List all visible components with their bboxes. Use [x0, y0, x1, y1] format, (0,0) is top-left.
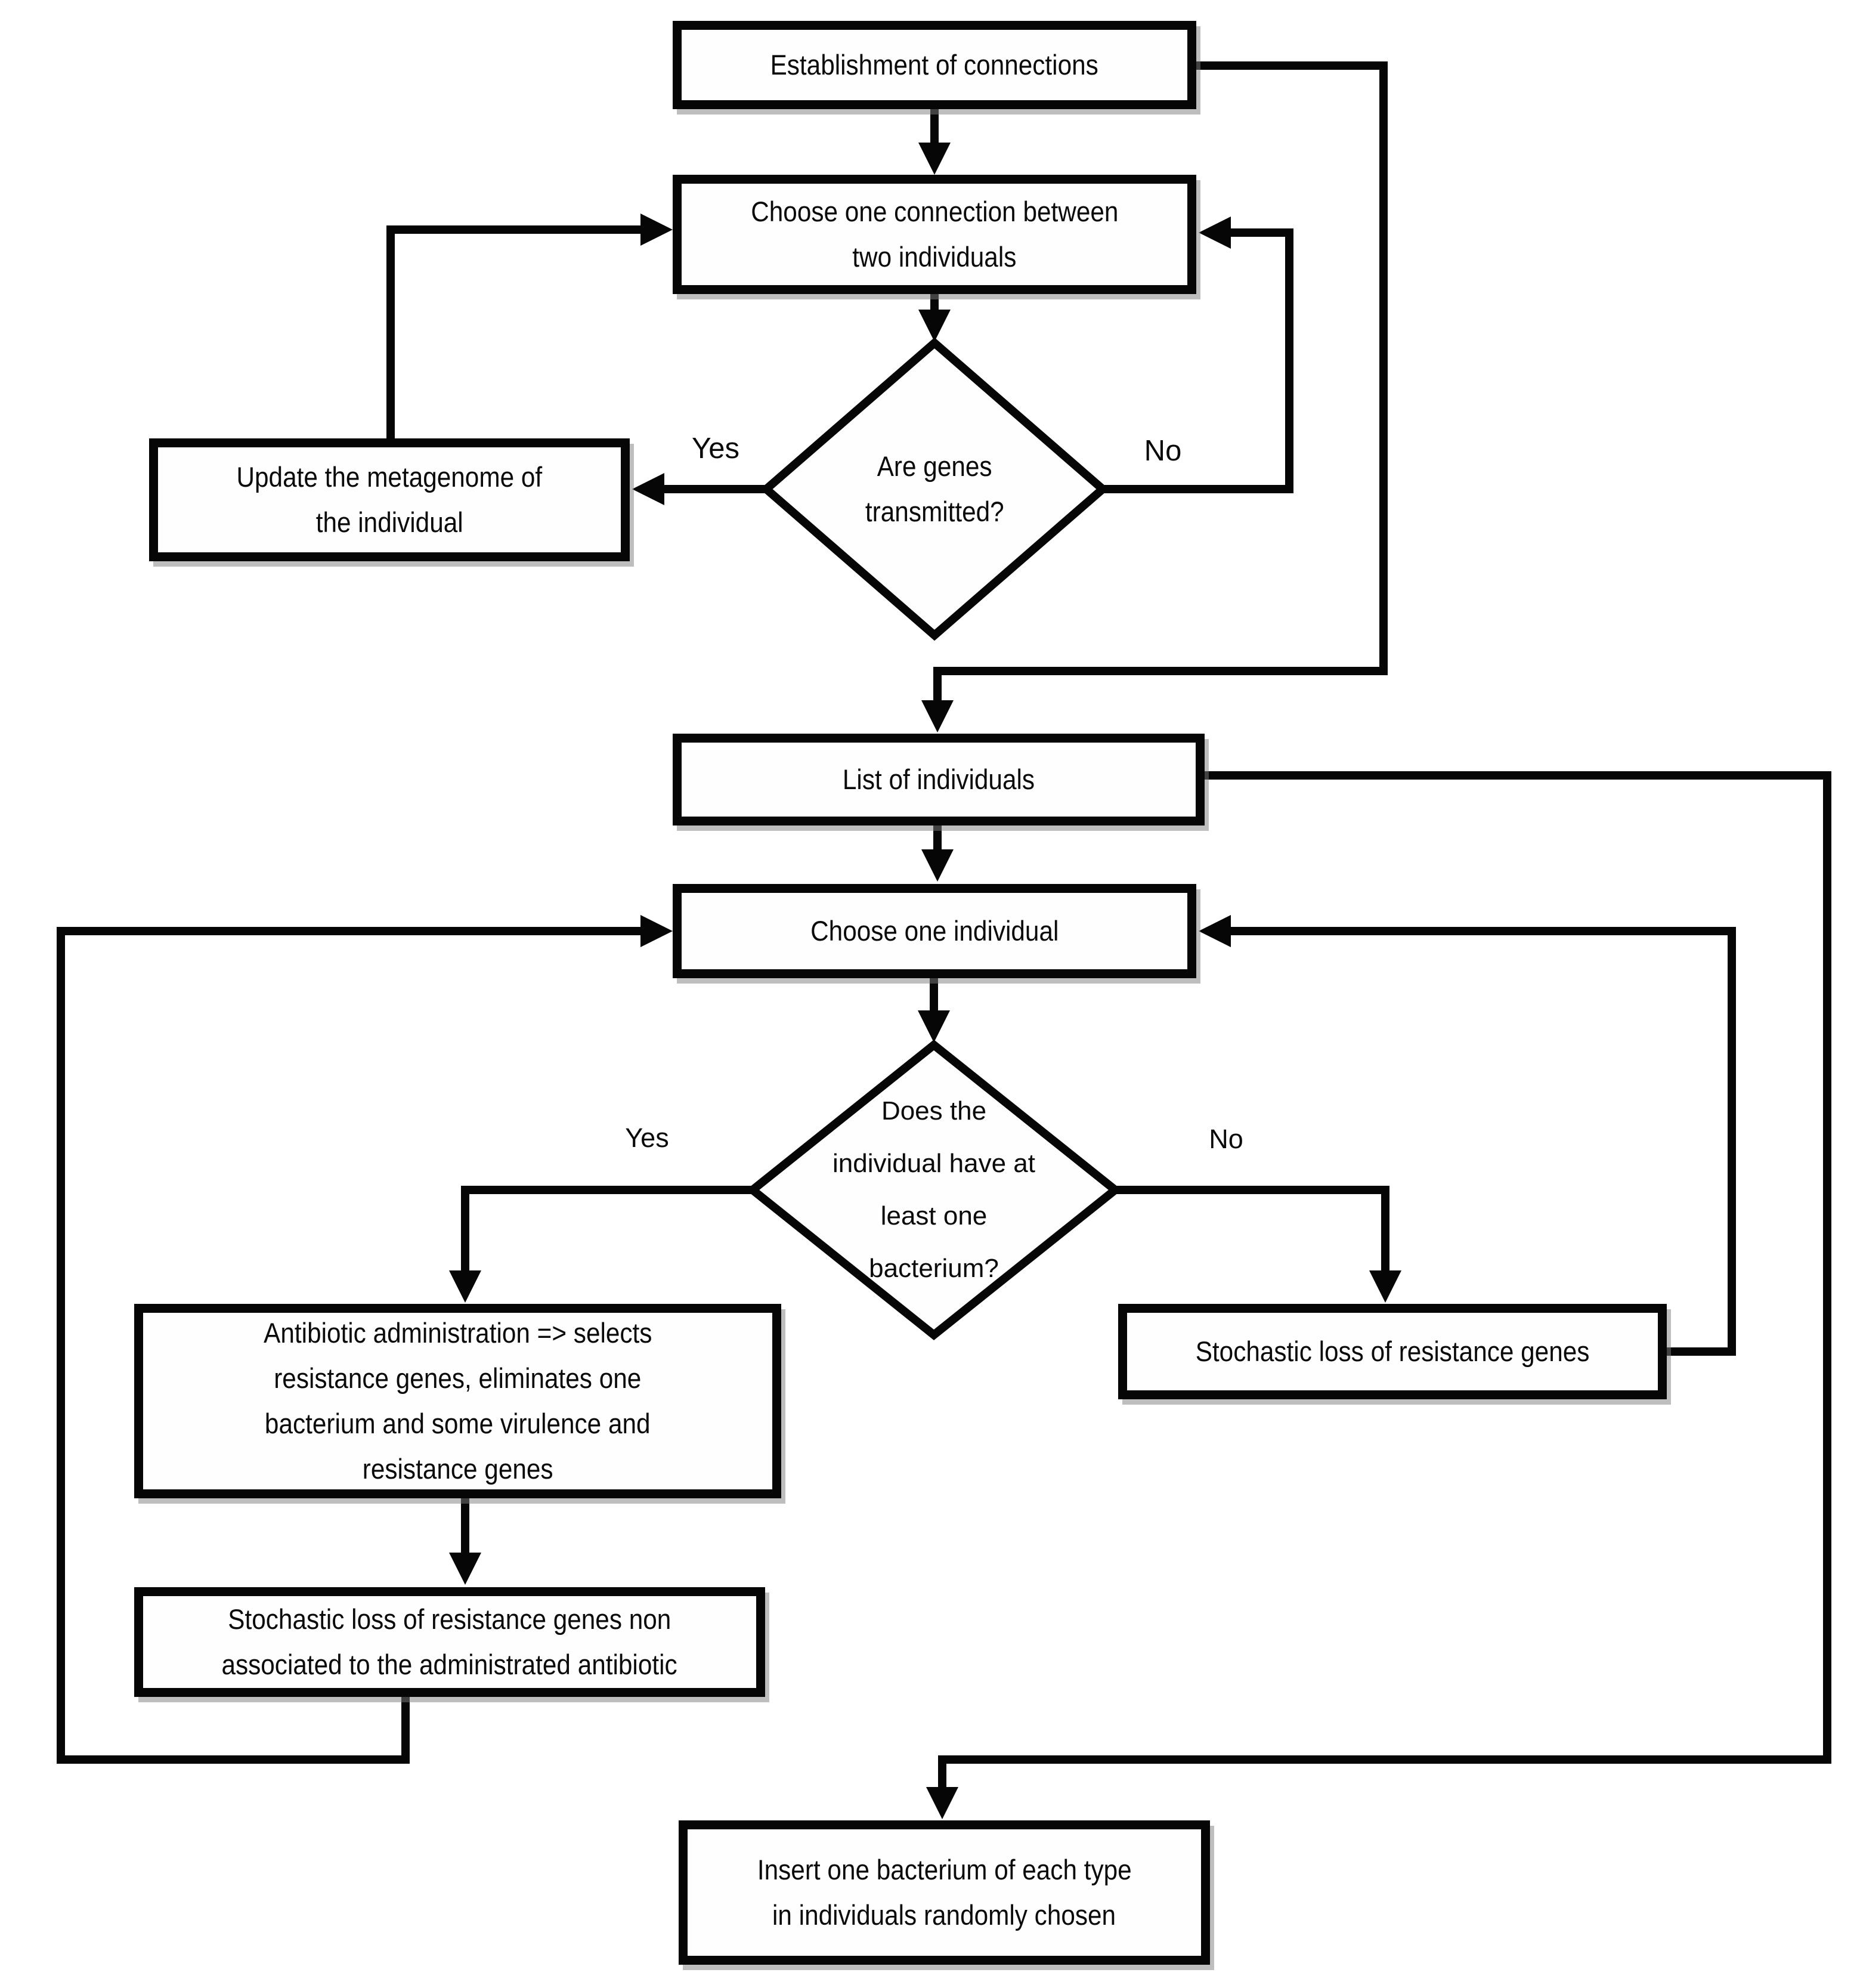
- node-choose-one-individual: Choose one individual: [673, 884, 1196, 978]
- arrowhead: [640, 915, 673, 947]
- arrowhead: [918, 310, 951, 342]
- edge-update-loop-to-choose-connection: [386, 225, 645, 438]
- edge-stochastic-non-loop-to-choose-individual: [57, 927, 645, 1764]
- node-label: Update the metagenome of: [236, 461, 543, 493]
- node-label: resistance genes, eliminates one: [274, 1362, 642, 1394]
- decision-genes-transmitted-shape: [760, 337, 1109, 641]
- edge-establishment-loop-to-list: [933, 61, 1388, 705]
- node-label: List of individuals: [842, 763, 1035, 795]
- node-label: Insert one bacterium of each type: [757, 1854, 1132, 1885]
- edge-label-genes-yes: Yes: [692, 432, 739, 465]
- edge-genes-no-loop-to-choose-connection: [1103, 228, 1293, 493]
- arrowhead: [921, 849, 954, 882]
- node-antibiotic-administration: Antibiotic administration => selects res…: [134, 1304, 781, 1498]
- edge-list-loop-to-insert: [938, 771, 1831, 1793]
- node-choose-one-connection: Choose one connection between two indivi…: [673, 175, 1196, 294]
- node-label: in individuals randomly chosen: [772, 1899, 1116, 1931]
- arrowhead: [1369, 1270, 1401, 1303]
- arrowhead: [632, 473, 664, 505]
- arrowhead: [640, 214, 673, 246]
- node-label: Choose one individual: [810, 915, 1059, 947]
- node-label: bacterium and some virulence and: [265, 1408, 651, 1439]
- node-label: two individuals: [852, 241, 1017, 273]
- decision-has-bacterium-shape: [745, 1040, 1122, 1340]
- arrowhead: [918, 1010, 950, 1043]
- edge-bacterium-no-to-stochastic-loss: [1115, 1186, 1389, 1276]
- node-label: Choose one connection between: [750, 196, 1119, 227]
- edge-bacterium-yes-to-antibiotic: [461, 1186, 753, 1276]
- node-list-of-individuals: List of individuals: [673, 734, 1205, 826]
- node-label: Antibiotic administration => selects: [263, 1317, 652, 1349]
- arrowhead: [921, 700, 954, 732]
- arrowhead: [918, 143, 951, 175]
- edge-stochastic-loss-loop-to-choose-individual: [1228, 927, 1736, 1356]
- arrowhead: [449, 1553, 481, 1585]
- node-label: resistance genes: [362, 1453, 553, 1485]
- node-update-metagenome: Update the metagenome of the individual: [149, 438, 630, 561]
- arrowhead: [926, 1787, 958, 1819]
- node-label: Stochastic loss of resistance genes non: [228, 1603, 671, 1635]
- node-label: associated to the administrated antibiot…: [221, 1649, 678, 1680]
- node-stochastic-loss: Stochastic loss of resistance genes: [1118, 1304, 1667, 1399]
- edge-label-bacterium-yes: Yes: [625, 1123, 669, 1153]
- arrowhead: [1199, 217, 1231, 249]
- node-stochastic-loss-non-associated: Stochastic loss of resistance genes non …: [134, 1587, 765, 1697]
- node-establishment-of-connections: Establishment of connections: [673, 21, 1196, 109]
- arrowhead: [449, 1270, 481, 1303]
- edge-label-bacterium-no: No: [1209, 1124, 1243, 1154]
- node-label: the individual: [315, 506, 463, 538]
- node-label: Establishment of connections: [770, 49, 1099, 81]
- arrowheads: [449, 143, 1401, 1819]
- node-insert-bacterium: Insert one bacterium of each type in ind…: [679, 1820, 1210, 1965]
- edge-label-genes-no: No: [1144, 435, 1182, 467]
- arrowhead: [1199, 915, 1231, 947]
- node-label: Stochastic loss of resistance genes: [1195, 1335, 1590, 1367]
